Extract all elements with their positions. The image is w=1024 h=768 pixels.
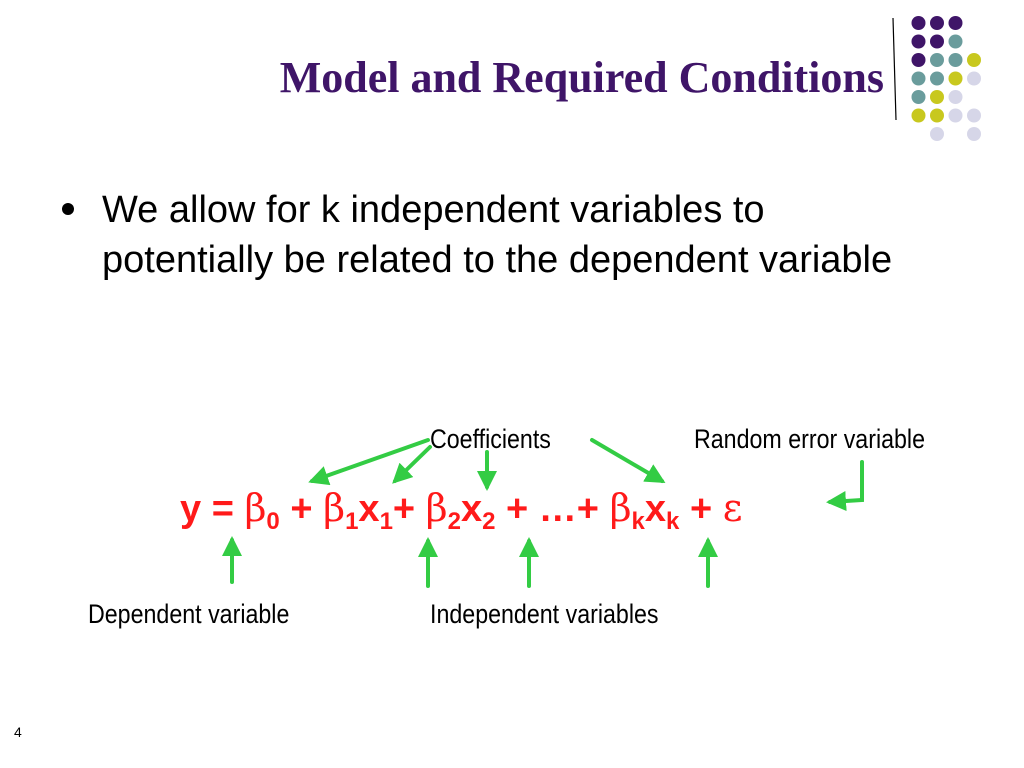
decorative-dot (948, 34, 963, 49)
beta-0-subscript: 0 (266, 508, 280, 535)
equation-ellipsis: + …+ (495, 488, 610, 530)
dependent-variable-label: Dependent variable (88, 599, 290, 629)
beta-0-symbol: β (244, 486, 267, 530)
equation-plus: + (279, 488, 324, 530)
x-2-symbol: x (461, 488, 483, 530)
decorative-dot (967, 127, 981, 141)
decorative-dot (967, 71, 981, 86)
decorative-dot (911, 16, 926, 30)
decorative-dot (911, 90, 926, 104)
decorative-dot (948, 108, 963, 123)
independent-variables-label: Independent variables (430, 599, 659, 629)
random-error-label: Random error variable (694, 424, 926, 454)
x-1-subscript: 1 (379, 508, 393, 535)
equation-plus: + (679, 488, 723, 530)
arrow-to-beta0 (308, 438, 430, 486)
decorative-dot (911, 108, 926, 123)
decorative-dot (930, 108, 944, 123)
beta-1-subscript: 1 (345, 508, 359, 535)
x-1-symbol: x (358, 488, 380, 530)
arrow-to-betak (590, 438, 666, 484)
decorative-dot (948, 71, 963, 86)
arrow-to-epsilon (826, 460, 864, 511)
beta-2-symbol: β (425, 486, 448, 530)
coefficients-label: Coefficients (430, 424, 551, 454)
decorative-dot (911, 53, 926, 67)
beta-1-symbol: β (323, 486, 346, 530)
decorative-dot (948, 53, 963, 67)
x-k-symbol: x (644, 488, 667, 530)
decorative-dot (967, 108, 981, 123)
equation-equals: = (201, 488, 245, 530)
decorative-dot (911, 71, 926, 86)
decorative-dot (930, 53, 944, 67)
equation-y: y (180, 488, 202, 530)
x-k-subscript: k (666, 508, 680, 535)
epsilon-symbol: ε (722, 486, 743, 530)
decorative-dot (930, 71, 944, 86)
bullet-text: We allow for k independent variables to … (102, 189, 893, 281)
decorative-dot (911, 34, 926, 49)
decorative-dot (930, 90, 944, 104)
decorative-dot (948, 90, 963, 104)
x-2-subscript: 2 (482, 508, 496, 535)
beta-k-symbol: β (609, 486, 632, 530)
beta-k-subscript: k (631, 508, 645, 535)
arrow-to-beta1 (392, 445, 432, 484)
decorative-dot (967, 53, 981, 67)
beta-2-subscript: 2 (447, 508, 461, 535)
regression-equation: y = β0 + β1x1+ β2x2 + …+ βkxk + ε (180, 486, 742, 536)
decorative-dot (930, 127, 944, 141)
slide-title: Model and Required Conditions (279, 53, 884, 102)
equation-plus: + (392, 488, 426, 530)
decorative-dot (930, 16, 944, 30)
decorative-dot (948, 16, 963, 30)
decorative-dot (930, 34, 944, 49)
page-number: 4 (14, 724, 22, 740)
bullet-icon (62, 203, 74, 215)
